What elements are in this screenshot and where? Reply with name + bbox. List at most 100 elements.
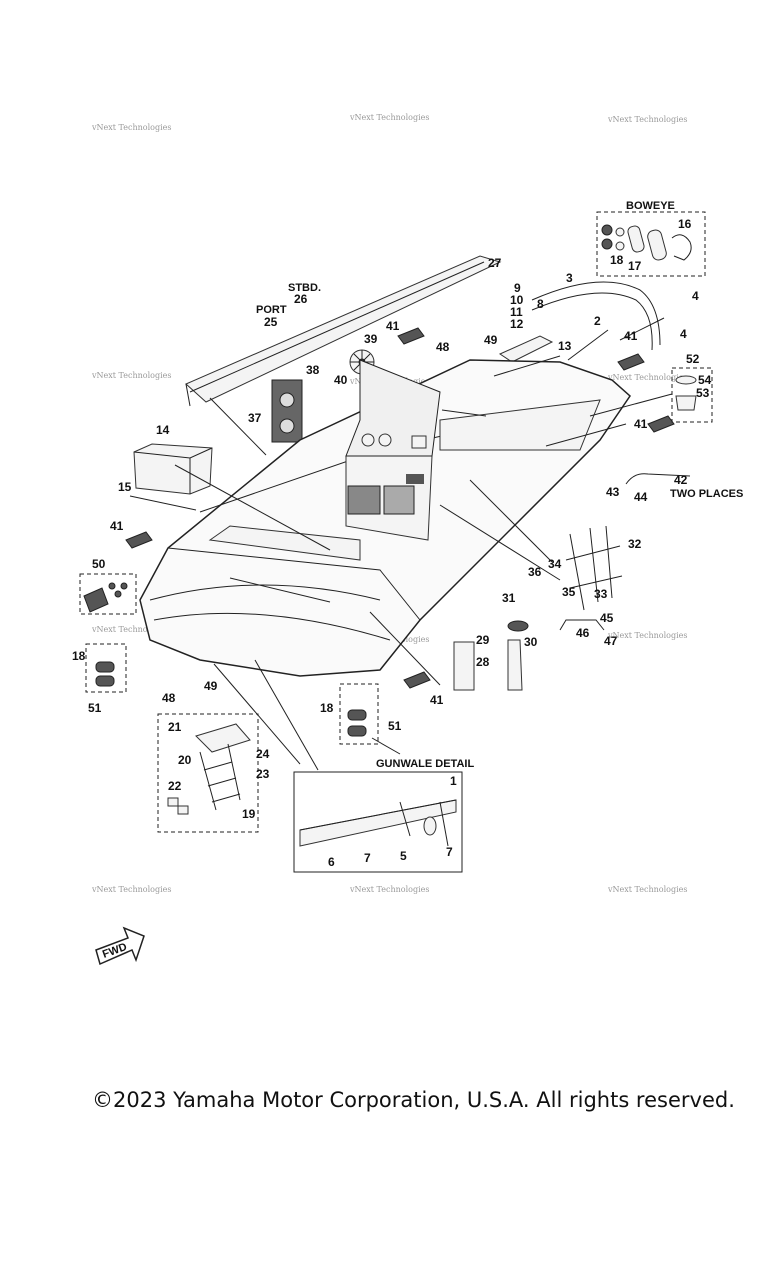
port-label: PORT: [256, 304, 287, 316]
callout-17: 17: [628, 259, 642, 273]
gunwale-rail: STBD. PORT: [185, 255, 502, 407]
callout-41b: 41: [624, 329, 638, 343]
callout-18: 18: [610, 253, 624, 267]
callout-41: 41: [386, 319, 400, 333]
callout-41e: 41: [430, 693, 444, 707]
grab-bar-45: [559, 619, 605, 631]
boweye-label: BOWEYE: [626, 200, 675, 212]
side-panel-37: [271, 379, 303, 443]
mount-28-30: [453, 620, 529, 691]
fwd-arrow: FWD: [95, 926, 145, 966]
callout-15: 15: [118, 480, 132, 494]
watermark: vNext Technologies: [91, 885, 171, 894]
callout-30: 30: [524, 635, 538, 649]
leader-lines: [174, 317, 673, 847]
callout-26: 26: [294, 292, 308, 306]
callouts: 1 2 3 4 4 5 6 7 7 8 9 10 11 12 13 14 15 …: [72, 217, 712, 869]
callout-18b: 18: [72, 649, 86, 663]
callout-9: 9: [514, 281, 521, 295]
boweye-group: BOWEYE: [596, 200, 706, 277]
callout-43: 43: [606, 485, 620, 499]
callout-52: 52: [686, 352, 700, 366]
callout-3: 3: [566, 271, 573, 285]
callout-41c: 41: [634, 417, 648, 431]
callout-45: 45: [600, 611, 614, 625]
callout-49b: 49: [204, 679, 218, 693]
callout-42: 42: [674, 473, 688, 487]
callout-53: 53: [696, 386, 710, 400]
callout-36: 36: [528, 565, 542, 579]
cooler-14: [133, 443, 213, 495]
callout-4: 4: [692, 289, 699, 303]
rub-strips: [531, 281, 661, 351]
callout-24: 24: [256, 747, 270, 761]
callout-25: 25: [264, 315, 278, 329]
callout-13: 13: [558, 339, 572, 353]
rod-holders: [565, 525, 623, 611]
rod-15: [129, 495, 197, 511]
callout-34: 34: [548, 557, 562, 571]
watermark: vNext Technologies: [607, 885, 687, 894]
callout-10: 10: [510, 293, 524, 307]
callout-33: 33: [594, 587, 608, 601]
watermark: vNext Technologies: [607, 373, 687, 382]
callout-28: 28: [476, 655, 490, 669]
callout-4b: 4: [680, 327, 687, 341]
watermark: vNext Technologies: [91, 625, 171, 634]
callout-18c: 18: [320, 701, 334, 715]
callout-44: 44: [634, 490, 648, 504]
callout-22: 22: [168, 779, 182, 793]
callout-20: 20: [178, 753, 192, 767]
callout-1: 1: [450, 774, 457, 788]
handrail-42: TWO PLACES: [625, 473, 743, 500]
callout-38: 38: [306, 363, 320, 377]
callout-48: 48: [436, 340, 450, 354]
callout-48b: 48: [162, 691, 176, 705]
watermark: vNext Technologies: [349, 113, 429, 122]
cup-holder-group: [671, 367, 713, 423]
callout-47: 47: [604, 634, 618, 648]
watermark: vNext Technologies: [349, 885, 429, 894]
watermark: vNext Technologies: [91, 371, 171, 380]
callout-7: 7: [364, 851, 371, 865]
stbd-label: STBD.: [288, 282, 321, 294]
callout-14: 14: [156, 423, 170, 437]
callout-27: 27: [488, 256, 502, 270]
callout-54: 54: [698, 373, 712, 387]
watermark: vNext Technologies: [607, 631, 687, 640]
watermark: vNext Technologies: [91, 123, 171, 132]
gunwale-detail-label: GUNWALE DETAIL: [376, 758, 474, 770]
callout-21: 21: [168, 720, 182, 734]
callout-12: 12: [510, 317, 524, 331]
callout-23: 23: [256, 767, 270, 781]
callout-29: 29: [476, 633, 490, 647]
callout-5: 5: [400, 849, 407, 863]
ladder-group-19: [157, 713, 259, 833]
callout-51b: 51: [388, 719, 402, 733]
callout-46: 46: [576, 626, 590, 640]
callout-32: 32: [628, 537, 642, 551]
callout-31: 31: [502, 591, 516, 605]
callout-41d: 41: [110, 519, 124, 533]
part-51-groups: [85, 643, 379, 745]
callout-11: 11: [510, 305, 523, 319]
callout-39: 39: [364, 332, 378, 346]
callout-19: 19: [242, 807, 256, 821]
callout-50: 50: [92, 557, 106, 571]
callout-49: 49: [484, 333, 498, 347]
callout-8: 8: [537, 297, 544, 311]
cleats-41: [125, 327, 675, 689]
callout-2: 2: [594, 314, 601, 328]
callout-37: 37: [248, 411, 262, 425]
part-13-panel: [498, 335, 554, 363]
callout-6: 6: [328, 855, 335, 869]
boat-hull: [139, 359, 631, 677]
callout-40: 40: [334, 373, 348, 387]
callout-7b: 7: [446, 845, 453, 859]
gunwale-detail: GUNWALE DETAIL: [293, 758, 474, 873]
callout-16: 16: [678, 217, 692, 231]
callout-51: 51: [88, 701, 102, 715]
watermark: vNext Technologies: [607, 115, 687, 124]
callout-35: 35: [562, 585, 576, 599]
